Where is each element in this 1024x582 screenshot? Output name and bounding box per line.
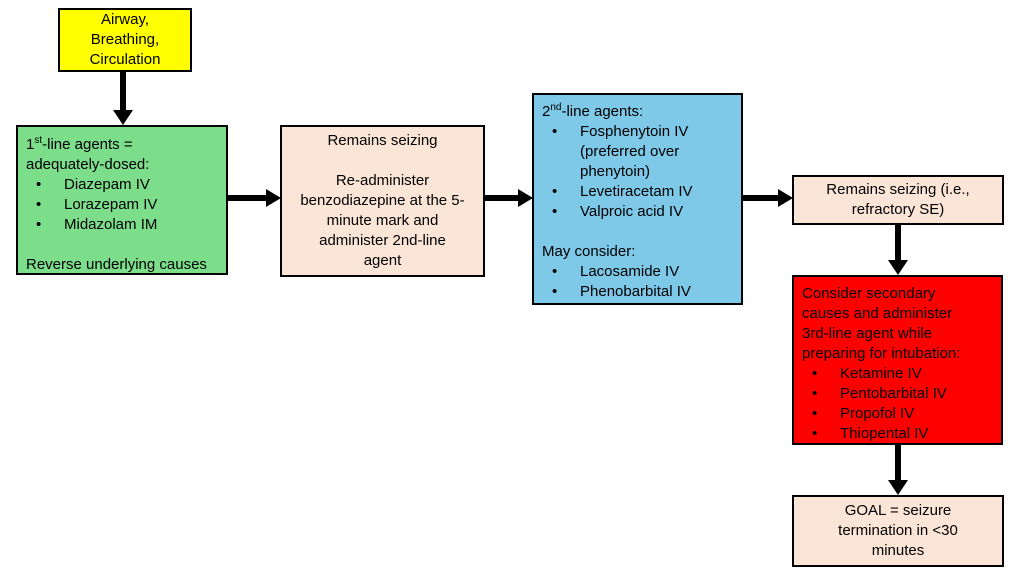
arrow-shaft (743, 195, 779, 201)
arrow-head-down-icon (888, 480, 908, 495)
third-line-header-line: 3rd-line agent while (802, 325, 933, 342)
third-line-header-line: preparing for intubation: (802, 345, 961, 362)
second-line-header: 2nd-line agents: (542, 102, 644, 121)
remains-seizing-line: benzodiazepine at the 5- (300, 192, 465, 209)
arrow-head-right-icon (778, 189, 793, 207)
third-line-header-line: Consider secondary (802, 285, 936, 302)
list-item: Lacosamide IV (542, 262, 733, 282)
box-remains-seizing: Remains seizing Re-administer benzodiaze… (280, 125, 485, 277)
list-item: Midazolam IM (26, 215, 218, 235)
arrow-shaft (485, 195, 519, 201)
box-airway-breathing-circulation: Airway, Breathing, Circulation (58, 8, 192, 72)
arrow-shaft (895, 225, 901, 262)
list-item: Ketamine IV (802, 364, 993, 384)
may-consider-drug-list: Lacosamide IV Phenobarbital IV (542, 262, 733, 302)
first-line-drug-list: Diazepam IV Lorazepam IV Midazolam IM (26, 175, 218, 235)
arrow-shaft (120, 72, 126, 112)
remains-seizing-title: Remains seizing (327, 132, 438, 149)
ordinal-suffix: st (34, 135, 43, 146)
refractory-line: Remains seizing (i.e., (826, 181, 970, 198)
list-item: Pentobarbital IV (802, 384, 993, 404)
list-item: Lorazepam IV (26, 195, 218, 215)
list-item: Valproic acid IV (542, 202, 733, 222)
second-line-drug-list: Fosphenytoin IV (preferred over phenytoi… (542, 122, 733, 222)
box-second-line-agents: 2nd-line agents: Fosphenytoin IV (prefer… (532, 93, 743, 305)
list-item: Thiopental IV (802, 424, 993, 444)
box-refractory-se: Remains seizing (i.e., refractory SE) (792, 175, 1004, 225)
abc-line: Airway, (100, 11, 150, 28)
third-line-drug-list: Ketamine IV Pentobarbital IV Propofol IV… (802, 364, 993, 444)
refractory-line: refractory SE) (851, 201, 945, 218)
first-line-header-2: adequately-dosed: (26, 156, 150, 173)
first-line-footer: Reverse underlying causes (26, 256, 207, 273)
goal-line: GOAL = seizure (844, 502, 952, 519)
arrow-head-down-icon (888, 260, 908, 275)
abc-line: Circulation (89, 51, 161, 68)
remains-seizing-line: agent (363, 252, 402, 269)
abc-line: Breathing, (90, 31, 160, 48)
box-goal: GOAL = seizure termination in <30 minute… (792, 495, 1004, 567)
box-first-line-agents: 1st-line agents = adequately-dosed: Diaz… (16, 125, 228, 275)
remains-seizing-line: Re-administer (335, 172, 430, 189)
remains-seizing-line: administer 2nd-line (319, 232, 446, 249)
box-third-line-agents: Consider secondary causes and administer… (792, 275, 1003, 445)
ordinal-suffix: nd (550, 102, 562, 113)
arrow-head-right-icon (518, 189, 533, 207)
arrow-head-down-icon (113, 110, 133, 125)
goal-line: minutes (871, 542, 925, 559)
goal-line: termination in <30 (838, 522, 958, 539)
may-consider-header: May consider: (542, 243, 636, 260)
list-item: Phenobarbital IV (542, 282, 733, 302)
list-item: Diazepam IV (26, 175, 218, 195)
arrow-head-right-icon (266, 189, 281, 207)
third-line-header-line: causes and administer (802, 305, 953, 322)
list-item: Propofol IV (802, 404, 993, 424)
list-item: Fosphenytoin IV (preferred over phenytoi… (542, 122, 733, 182)
first-line-header: 1st-line agents = (26, 135, 133, 154)
remains-seizing-line: minute mark and (326, 212, 439, 229)
arrow-shaft (228, 195, 268, 201)
list-item: Levetiracetam IV (542, 182, 733, 202)
arrow-shaft (895, 445, 901, 482)
